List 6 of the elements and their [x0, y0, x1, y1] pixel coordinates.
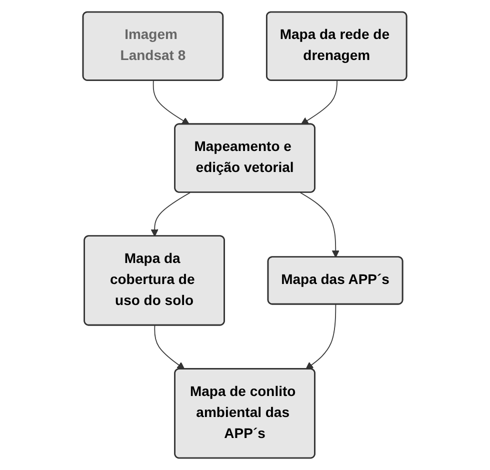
arrow — [150, 192, 191, 237]
arrow — [153, 80, 190, 125]
arrow — [154, 325, 186, 370]
arrow — [306, 304, 336, 370]
arrow — [301, 80, 338, 125]
arrow — [300, 192, 340, 258]
